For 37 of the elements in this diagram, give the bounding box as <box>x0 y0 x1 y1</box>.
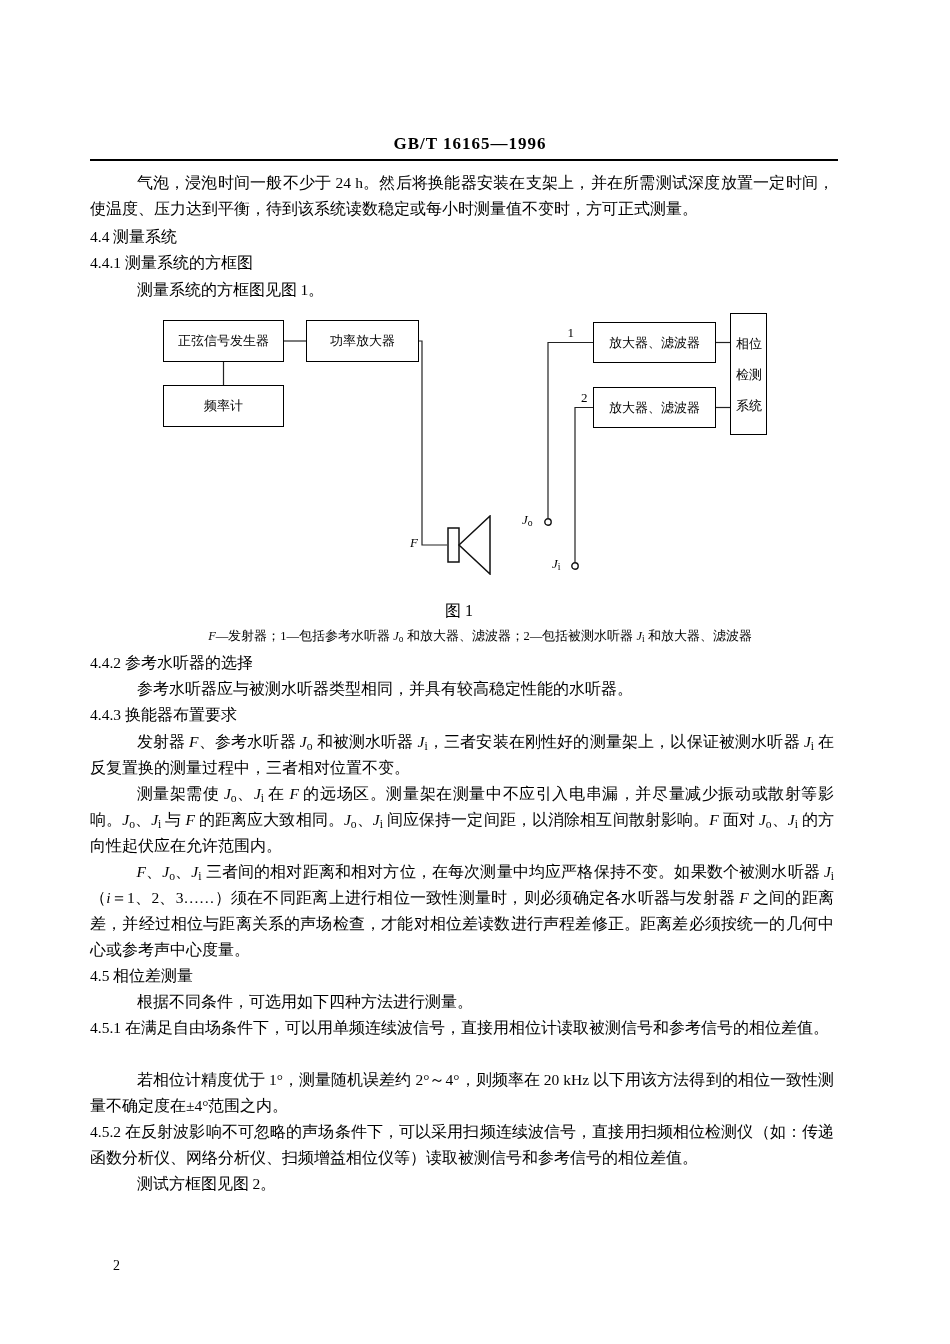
block-box: 频率计 <box>163 385 284 427</box>
section-heading: 4.5.2 在反射波影响不可忽略的声场条件下，可以采用扫频连续波信号，直接用扫频相位检测仪（如：传递函数分析仪、网络分析仪、扫频增益相位仪等）读取被测信号和参考信号的相位差值。 <box>90 1122 834 1168</box>
section-heading: 4.4 测量系统 <box>90 227 179 247</box>
section-heading: 4.5 相位差测量 <box>90 966 195 986</box>
section-heading: 4.4.2 参考水听器的选择 <box>90 653 254 673</box>
page-header: GB/T 16165—1996 <box>392 133 548 155</box>
section-heading: 4.4.3 换能器布置要求 <box>90 705 238 725</box>
block-box: 相位检测系统 <box>730 313 767 435</box>
node-label: J$_{i}$ <box>552 556 561 572</box>
block-box: 放大器、滤波器 <box>593 322 716 363</box>
connector-line <box>418 340 448 546</box>
node-label: J$_{o}$ <box>522 512 533 528</box>
figure-note: F—发射器；1—包括参考水听器 J$_{o}$ 和放大器、滤波器；2—包括被测水听器 J$_{i}$ 和放大器、滤波器 <box>207 628 753 645</box>
paragraph: 气泡，浸泡时间一般不少于 24 h。然后将换能器安装在支架上，并在所需测试深度放置一定时间，使温度、压力达到平衡，待到该系统读数稳定或每小时测量值不变时，方可正式测量。 <box>90 173 834 219</box>
transducer-drawing <box>447 515 491 575</box>
connector-line <box>547 341 594 519</box>
node-label: F <box>410 535 418 551</box>
paragraph: 发射器 F、参考水听器 J$_{o}$ 和被测水听器 J$_{i}$，三者安装在刚性好的测量架上，以保证被测水听器 J$_{i}$ 在反复置换的测量过程中，三者相对位置不变。 <box>90 732 834 778</box>
paragraph: 测量系统的方框图见图 1。 <box>135 280 326 300</box>
section-heading: 4.4.1 测量系统的方框图 <box>90 253 254 273</box>
paragraph: 测量架需使 J$_{o}$、J$_{i}$ 在 F 的远场区。测量架在测量中不应引入电串漏，并尽量减少振动或散射等影响。J$_{o}$、J$_{i}$ 与 F 的距离应大致相同。J$_{o}$、J$_{i}$ 间应保持一定间距，以消除相互间散射影响。F 面对 J$_{o}$、J$_{i}$ 的方向性起伏应在允许范围内。 <box>90 784 834 856</box>
figure-caption: 图 1 <box>445 601 473 621</box>
block-box: 功率放大器 <box>306 320 419 362</box>
connector-line <box>574 406 594 563</box>
page-number: 2 <box>113 1257 120 1275</box>
section-heading: 4.5.1 在满足自由场条件下，可以用单频连续波信号，直接用相位计读取被测信号和参考信号的相位差值。 <box>90 1018 830 1038</box>
paragraph: 若相位计精度优于 1°，测量随机误差约 2°～4°，则频率在 20 kHz 以下用该方法得到的相位一致性测量不确定度在±4°范围之内。 <box>90 1070 834 1116</box>
block-box: 正弦信号发生器 <box>163 320 284 362</box>
block-box: 放大器、滤波器 <box>593 387 716 428</box>
paragraph: 参考水听器应与被测水听器类型相同，并具有较高稳定性能的水听器。 <box>135 679 634 699</box>
paragraph: F、J$_{o}$、J$_{i}$ 三者间的相对距离和相对方位，在每次测量中均应严格保持不变。如果数个被测水听器 J$_{i}$（i＝1、2、3……）须在不同距离上进行相位一致性测量时，则必须确定各水听器与发射器 F 之间的距离差，并经过相位与距离关系的声场检查，才能对相位差读数进行声程差修正。距离差必须按统一的几何中心或参考声中心度量。 <box>90 862 834 960</box>
connector-line <box>222 361 225 386</box>
connector-line <box>283 340 307 342</box>
terminal-circle <box>544 518 552 526</box>
paragraph: 根据不同条件，可选用如下四种方法进行测量。 <box>135 992 474 1012</box>
terminal-circle <box>571 562 579 570</box>
paragraph: 测试方框图见图 2。 <box>135 1174 278 1194</box>
